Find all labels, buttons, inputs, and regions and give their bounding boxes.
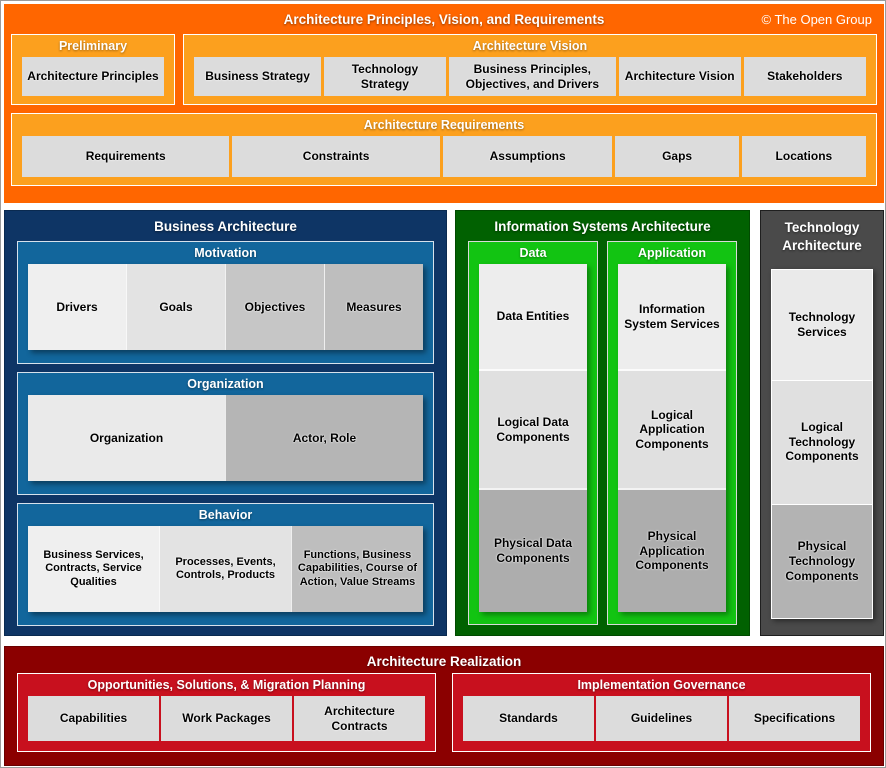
- cell-architecture-principles: Architecture Principles: [22, 57, 164, 96]
- cell-technology-services: Technology Services: [771, 269, 873, 381]
- organization-cells: Organization Actor, Role: [28, 395, 423, 481]
- architecture-requirements-cells: Requirements Constraints Assumptions Gap…: [22, 136, 866, 177]
- cell-gaps: Gaps: [615, 136, 739, 177]
- cell-standards: Standards: [463, 696, 594, 741]
- cell-architecture-vision: Architecture Vision: [618, 57, 741, 96]
- box-title-preliminary: Preliminary: [58, 39, 128, 53]
- cell-actor-role: Actor, Role: [225, 395, 423, 481]
- cell-physical-application-components: Physical Application Components: [618, 488, 726, 612]
- section-title-architecture-realization: Architecture Realization: [366, 654, 522, 669]
- box-title-architecture-requirements: Architecture Requirements: [363, 118, 525, 132]
- cell-functions-capabilities-course-of-action-value-streams: Functions, Business Capabilities, Course…: [291, 526, 423, 612]
- section-principles-vision-requirements: Architecture Principles, Vision, and Req…: [4, 4, 884, 203]
- cell-goals: Goals: [126, 264, 225, 350]
- group-motivation: Motivation Drivers Goals Objectives Meas…: [17, 241, 434, 364]
- box-opportunities-solutions-migration-planning: Opportunities, Solutions, & Migration Pl…: [17, 673, 436, 752]
- cell-technology-strategy: Technology Strategy: [324, 57, 446, 96]
- behavior-cells: Business Services, Contracts, Service Qu…: [28, 526, 423, 612]
- section-title-technology-architecture: Technology Architecture: [782, 220, 862, 253]
- box-title-architecture-vision: Architecture Vision: [472, 39, 588, 53]
- group-title-motivation: Motivation: [194, 246, 257, 260]
- cell-business-strategy: Business Strategy: [194, 57, 322, 96]
- cell-constraints: Constraints: [232, 136, 440, 177]
- section-business-architecture: Business Architecture Motivation Drivers…: [4, 210, 447, 636]
- cell-work-packages: Work Packages: [161, 696, 292, 741]
- column-application: Application Information System Services …: [607, 241, 737, 625]
- information-systems-columns: Data Data Entities Logical Data Componen…: [468, 241, 737, 625]
- section-information-systems-architecture: Information Systems Architecture Data Da…: [455, 210, 750, 636]
- realization-boxes: Opportunities, Solutions, & Migration Pl…: [5, 673, 883, 765]
- box-architecture-vision: Architecture Vision Business Strategy Te…: [183, 34, 877, 105]
- cell-information-system-services: Information System Services: [618, 264, 726, 370]
- section-technology-architecture: Technology Architecture Technology Servi…: [760, 210, 884, 636]
- box-title-opportunities-solutions-migration-planning: Opportunities, Solutions, & Migration Pl…: [87, 678, 366, 692]
- cell-organization: Organization: [28, 395, 225, 481]
- group-title-organization: Organization: [187, 377, 264, 391]
- preliminary-cells: Architecture Principles: [22, 57, 164, 96]
- cell-business-principles-objectives-drivers: Business Principles, Objectives, and Dri…: [448, 57, 616, 96]
- motivation-cells: Drivers Goals Objectives Measures: [28, 264, 423, 350]
- cell-logical-data-components: Logical Data Components: [479, 369, 587, 489]
- technology-cells: Technology Services Logical Technology C…: [771, 269, 873, 619]
- section-title-principles-vision-requirements: Architecture Principles, Vision, and Req…: [283, 12, 605, 27]
- section-title-business-architecture: Business Architecture: [154, 219, 297, 234]
- section-architecture-realization: Architecture Realization Opportunities, …: [4, 646, 884, 766]
- box-title-implementation-governance: Implementation Governance: [577, 678, 746, 692]
- cell-logical-technology-components: Logical Technology Components: [771, 380, 873, 505]
- cell-guidelines: Guidelines: [596, 696, 727, 741]
- data-cells: Data Entities Logical Data Components Ph…: [479, 264, 587, 612]
- cell-processes-events-controls-products: Processes, Events, Controls, Products: [159, 526, 291, 612]
- cell-logical-application-components: Logical Application Components: [618, 369, 726, 489]
- section-title-information-systems-architecture: Information Systems Architecture: [494, 219, 711, 234]
- column-title-data: Data: [519, 246, 547, 260]
- cell-assumptions: Assumptions: [442, 136, 613, 177]
- group-title-behavior: Behavior: [198, 508, 253, 522]
- box-architecture-requirements: Architecture Requirements Requirements C…: [11, 113, 877, 186]
- group-behavior: Behavior Business Services, Contracts, S…: [17, 503, 434, 626]
- cell-business-services-contracts-service-qualities: Business Services, Contracts, Service Qu…: [28, 526, 159, 612]
- cell-requirements: Requirements: [22, 136, 230, 177]
- cell-measures: Measures: [324, 264, 423, 350]
- column-title-application: Application: [637, 246, 707, 260]
- architecture-vision-cells: Business Strategy Technology Strategy Bu…: [194, 57, 866, 96]
- cell-data-entities: Data Entities: [479, 264, 587, 370]
- box-implementation-governance: Implementation Governance Standards Guid…: [452, 673, 871, 752]
- governance-cells: Standards Guidelines Specifications: [463, 696, 860, 741]
- cell-objectives: Objectives: [225, 264, 324, 350]
- cell-locations: Locations: [741, 136, 866, 177]
- copyright-notice: © The Open Group: [761, 12, 872, 27]
- opportunities-cells: Capabilities Work Packages Architecture …: [28, 696, 425, 741]
- group-organization: Organization Organization Actor, Role: [17, 372, 434, 495]
- cell-physical-technology-components: Physical Technology Components: [771, 504, 873, 619]
- cell-architecture-contracts: Architecture Contracts: [294, 696, 425, 741]
- application-cells: Information System Services Logical Appl…: [618, 264, 726, 612]
- cell-physical-data-components: Physical Data Components: [479, 488, 587, 612]
- column-data: Data Data Entities Logical Data Componen…: [468, 241, 598, 625]
- cell-specifications: Specifications: [729, 696, 860, 741]
- cell-drivers: Drivers: [28, 264, 126, 350]
- cell-capabilities: Capabilities: [28, 696, 159, 741]
- cell-stakeholders: Stakeholders: [743, 57, 866, 96]
- box-preliminary: Preliminary Architecture Principles: [11, 34, 175, 105]
